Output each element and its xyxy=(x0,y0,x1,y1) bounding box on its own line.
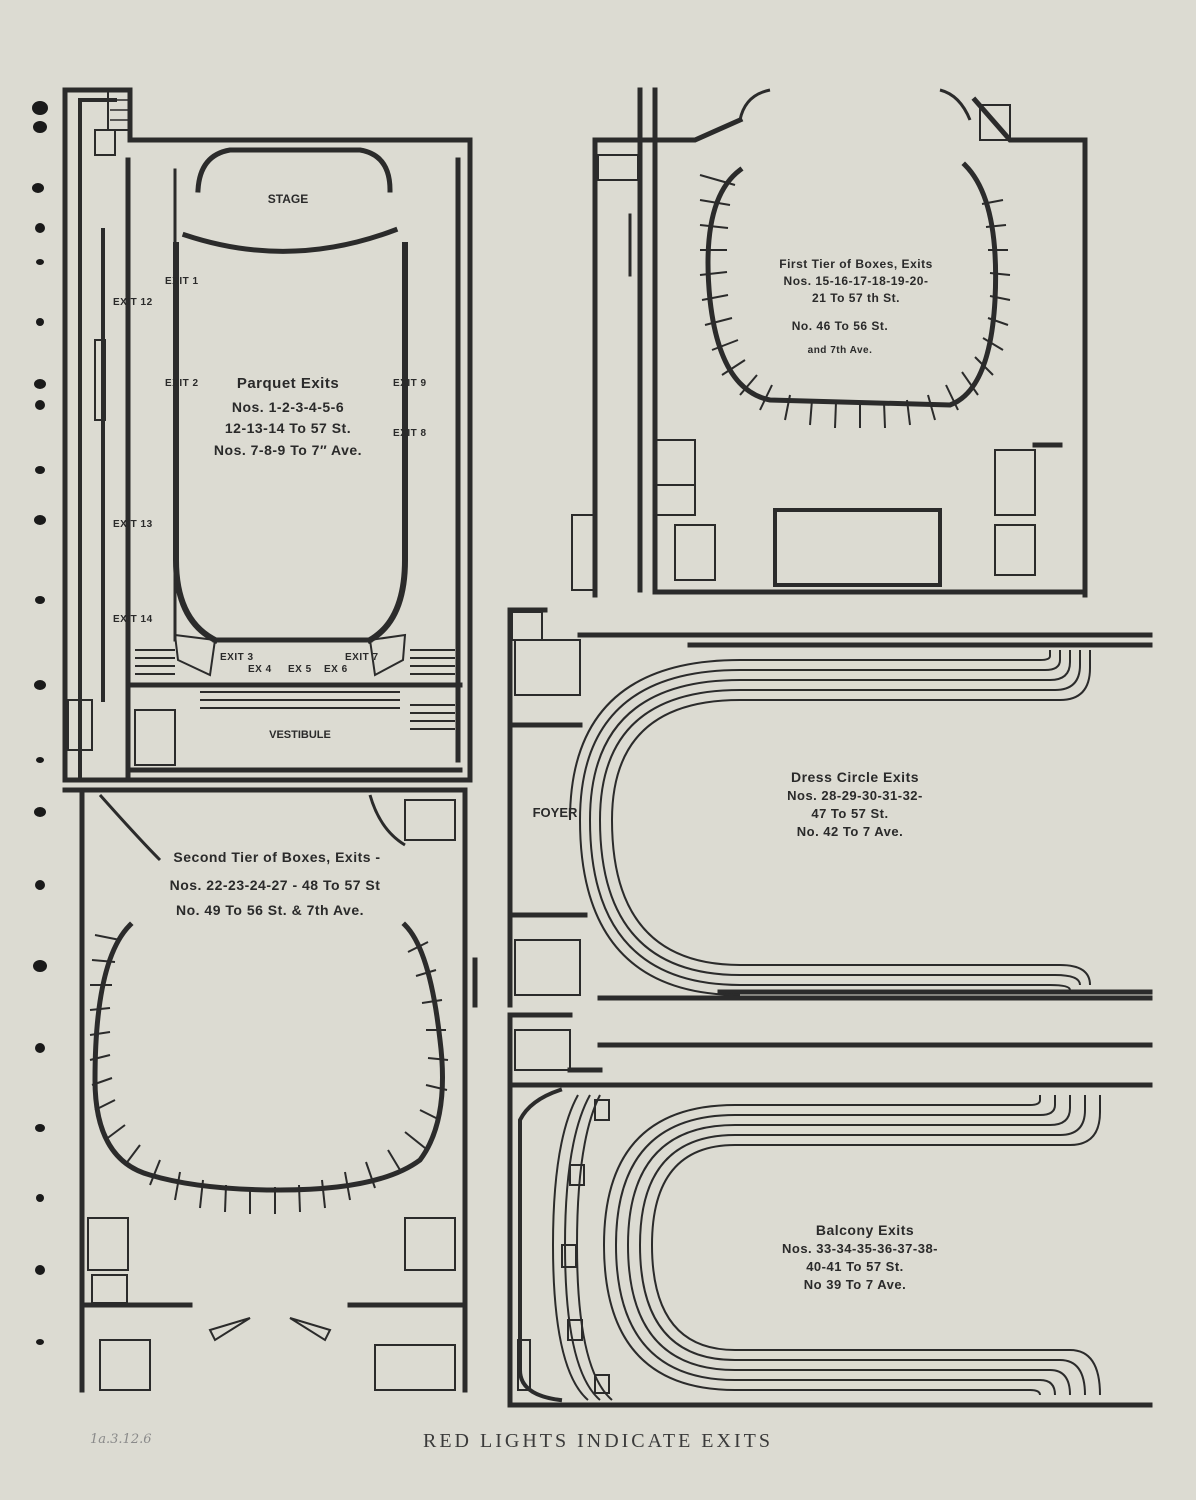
dress-circle-line2: 47 To 57 St. xyxy=(811,806,888,821)
exit-13-label: EXIT 13 xyxy=(113,519,153,530)
exit-1-label: EXIT 1 xyxy=(165,276,199,287)
exit-3-label: EXIT 3 xyxy=(220,652,254,663)
second-tier-plan: Second Tier of Boxes, Exits - Nos. 22-23… xyxy=(62,787,478,1393)
exit-8-label: EXIT 8 xyxy=(393,428,427,439)
parquet-line2: 12-13-14 To 57 St. xyxy=(225,420,351,436)
second-tier-box-dividers xyxy=(89,934,449,1214)
first-tier-plan: First Tier of Boxes, Exits Nos. 15-16-17… xyxy=(571,87,1088,598)
balcony-title: Balcony Exits xyxy=(816,1222,914,1238)
parquet-line1: Nos. 1-2-3-4-5-6 xyxy=(232,399,344,415)
first-tier-box-dividers xyxy=(699,174,1011,429)
exit-9-label: EXIT 9 xyxy=(393,378,427,389)
dress-circle-line1: Nos. 28-29-30-31-32- xyxy=(787,788,923,803)
parquet-line3: Nos. 7-8-9 To 7″ Ave. xyxy=(214,442,362,458)
balcony-line2: 40-41 To 57 St. xyxy=(806,1259,904,1274)
parquet-title: Parquet Exits xyxy=(237,375,339,392)
stage-label: STAGE xyxy=(268,192,308,206)
binder-holes xyxy=(32,101,48,1345)
exit-4-label: EX 4 xyxy=(248,664,272,675)
first-tier-line4: and 7th Ave. xyxy=(808,345,873,356)
balcony-line3: No 39 To 7 Ave. xyxy=(804,1277,906,1292)
balcony-plan: Balcony Exits Nos. 33-34-35-36-37-38- 40… xyxy=(507,1012,1153,1408)
second-tier-title: Second Tier of Boxes, Exits - xyxy=(173,849,380,865)
balcony-rows xyxy=(551,1094,1101,1401)
exit-12-label: EXIT 12 xyxy=(113,297,153,308)
first-tier-line3: No. 46 To 56 St. xyxy=(792,319,888,333)
vestibule-label: VESTIBULE xyxy=(269,729,331,741)
foyer-label: FOYER xyxy=(533,805,578,820)
dress-circle-plan: FOYER Dress Circle Exits Nos. 28-29-30-3… xyxy=(507,607,1153,1008)
exit-5-label: EX 5 xyxy=(288,664,312,675)
exit-14-label: EXIT 14 xyxy=(113,614,153,625)
exit-6-label: EX 6 xyxy=(324,664,348,675)
second-tier-line1: Nos. 22-23-24-27 - 48 To 57 St xyxy=(170,877,381,893)
first-tier-line1: Nos. 15-16-17-18-19-20- xyxy=(784,274,929,288)
dress-circle-line3: No. 42 To 7 Ave. xyxy=(797,824,904,839)
pencil-annotation: 1a.3.12.6 xyxy=(90,1432,152,1447)
dress-circle-title: Dress Circle Exits xyxy=(791,769,919,785)
first-tier-line2: 21 To 57 th St. xyxy=(812,291,900,305)
parquet-exit-labels: EXIT 1 EXIT 2 EXIT 8 EXIT 9 EXIT 12 EXIT… xyxy=(113,276,427,675)
parquet-plan: STAGE VESTIBULE Parquet Exits Nos. 1-2-3… xyxy=(62,87,473,783)
exit-2-label: EXIT 2 xyxy=(165,378,199,389)
dress-circle-rows xyxy=(569,650,1091,996)
first-tier-title: First Tier of Boxes, Exits xyxy=(779,257,933,271)
balcony-line1: Nos. 33-34-35-36-37-38- xyxy=(782,1241,938,1256)
exit-notice-footer: RED LIGHTS INDICATE EXITS xyxy=(423,1430,773,1452)
exit-7-label: EXIT 7 xyxy=(345,652,379,663)
second-tier-line2: No. 49 To 56 St. & 7th Ave. xyxy=(176,902,364,918)
